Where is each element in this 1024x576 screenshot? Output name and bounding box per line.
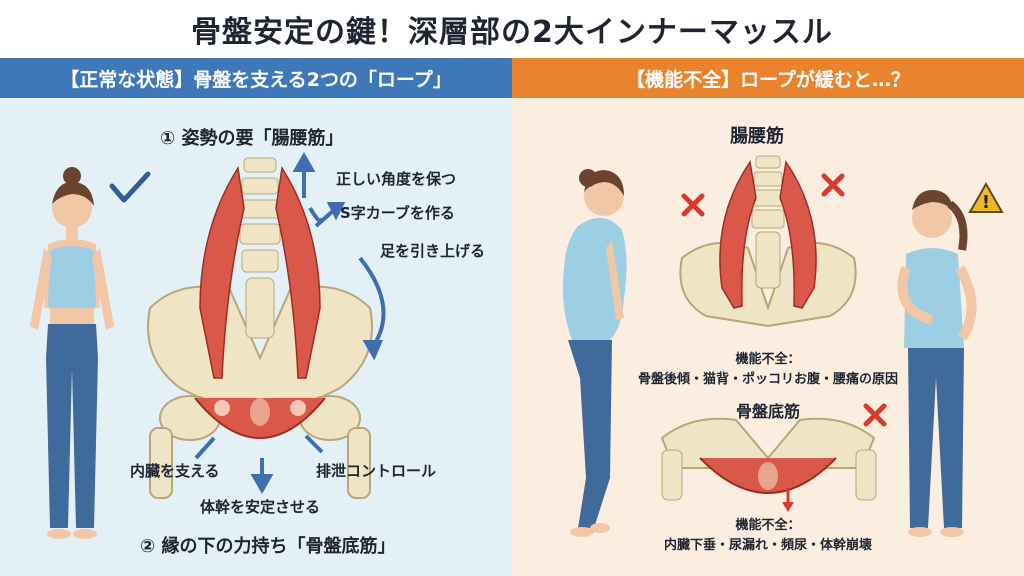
spine-illustration [239, 157, 281, 339]
role-stabilize-core: 体幹を安定させる [200, 498, 321, 516]
iliopsoas-dysfunction-title: 機能不全： [735, 352, 801, 367]
normal-state-panel: 【正常な状態】骨盤を支える2つの「ロープ」 [0, 58, 512, 576]
back-pain-woman-figure [897, 190, 977, 537]
normal-illustration [30, 151, 386, 539]
iliopsoas-label: 腸腰筋 [730, 126, 784, 147]
role-s-curve: S字カーブを作る [340, 204, 455, 222]
right-psoas-muscle [275, 165, 321, 379]
pelvic-floor-dysfunction-title: 機能不全： [735, 518, 801, 533]
normal-state-header: 【正常な状態】骨盤を支える2つの「ロープ」 [0, 58, 512, 98]
pelvic-floor-label: 骨盤底筋 [735, 402, 801, 421]
slouching-woman-figure [563, 169, 627, 537]
svg-text:!: ! [982, 192, 990, 213]
weak-pelvis-illustration [679, 155, 857, 328]
dysfunction-illustration: ! [563, 155, 1004, 537]
dysfunction-panel: 【機能不全】ロープが緩むと…？ ! [512, 58, 1024, 576]
infographic-title: 骨盤安定の鍵！深層部の2大インナーマッスル [191, 15, 833, 50]
warning-icon [968, 181, 1004, 213]
healthy-woman-figure [30, 167, 114, 539]
role-support-organs: 内臓を支える [130, 462, 220, 480]
iliopsoas-heading: ① 姿勢の要「腸腰筋」 [160, 128, 344, 149]
cross-icons [681, 173, 887, 427]
sagging-pelvic-floor-illustration [660, 417, 877, 512]
check-icon [109, 171, 151, 203]
dysfunction-header: 【機能不全】ロープが緩むと…？ [512, 58, 1024, 98]
iliopsoas-dysfunction-text: 骨盤後傾・猫背・ポッコリお腹・腰痛の原因 [637, 372, 899, 387]
pelvic-floor-heading: ② 縁の下の力持ち「骨盤底筋」 [140, 536, 396, 557]
role-lift-leg: 足を引き上げる [380, 242, 486, 260]
role-keep-angle: 正しい角度を保つ [336, 170, 457, 188]
left-psoas-muscle [199, 165, 245, 379]
pelvic-floor-dysfunction-text: 内臓下垂・尿漏れ・頻尿・体幹崩壊 [663, 538, 873, 553]
function-arrows [194, 151, 386, 495]
role-excretion-control: 排泄コントロール [316, 462, 437, 480]
